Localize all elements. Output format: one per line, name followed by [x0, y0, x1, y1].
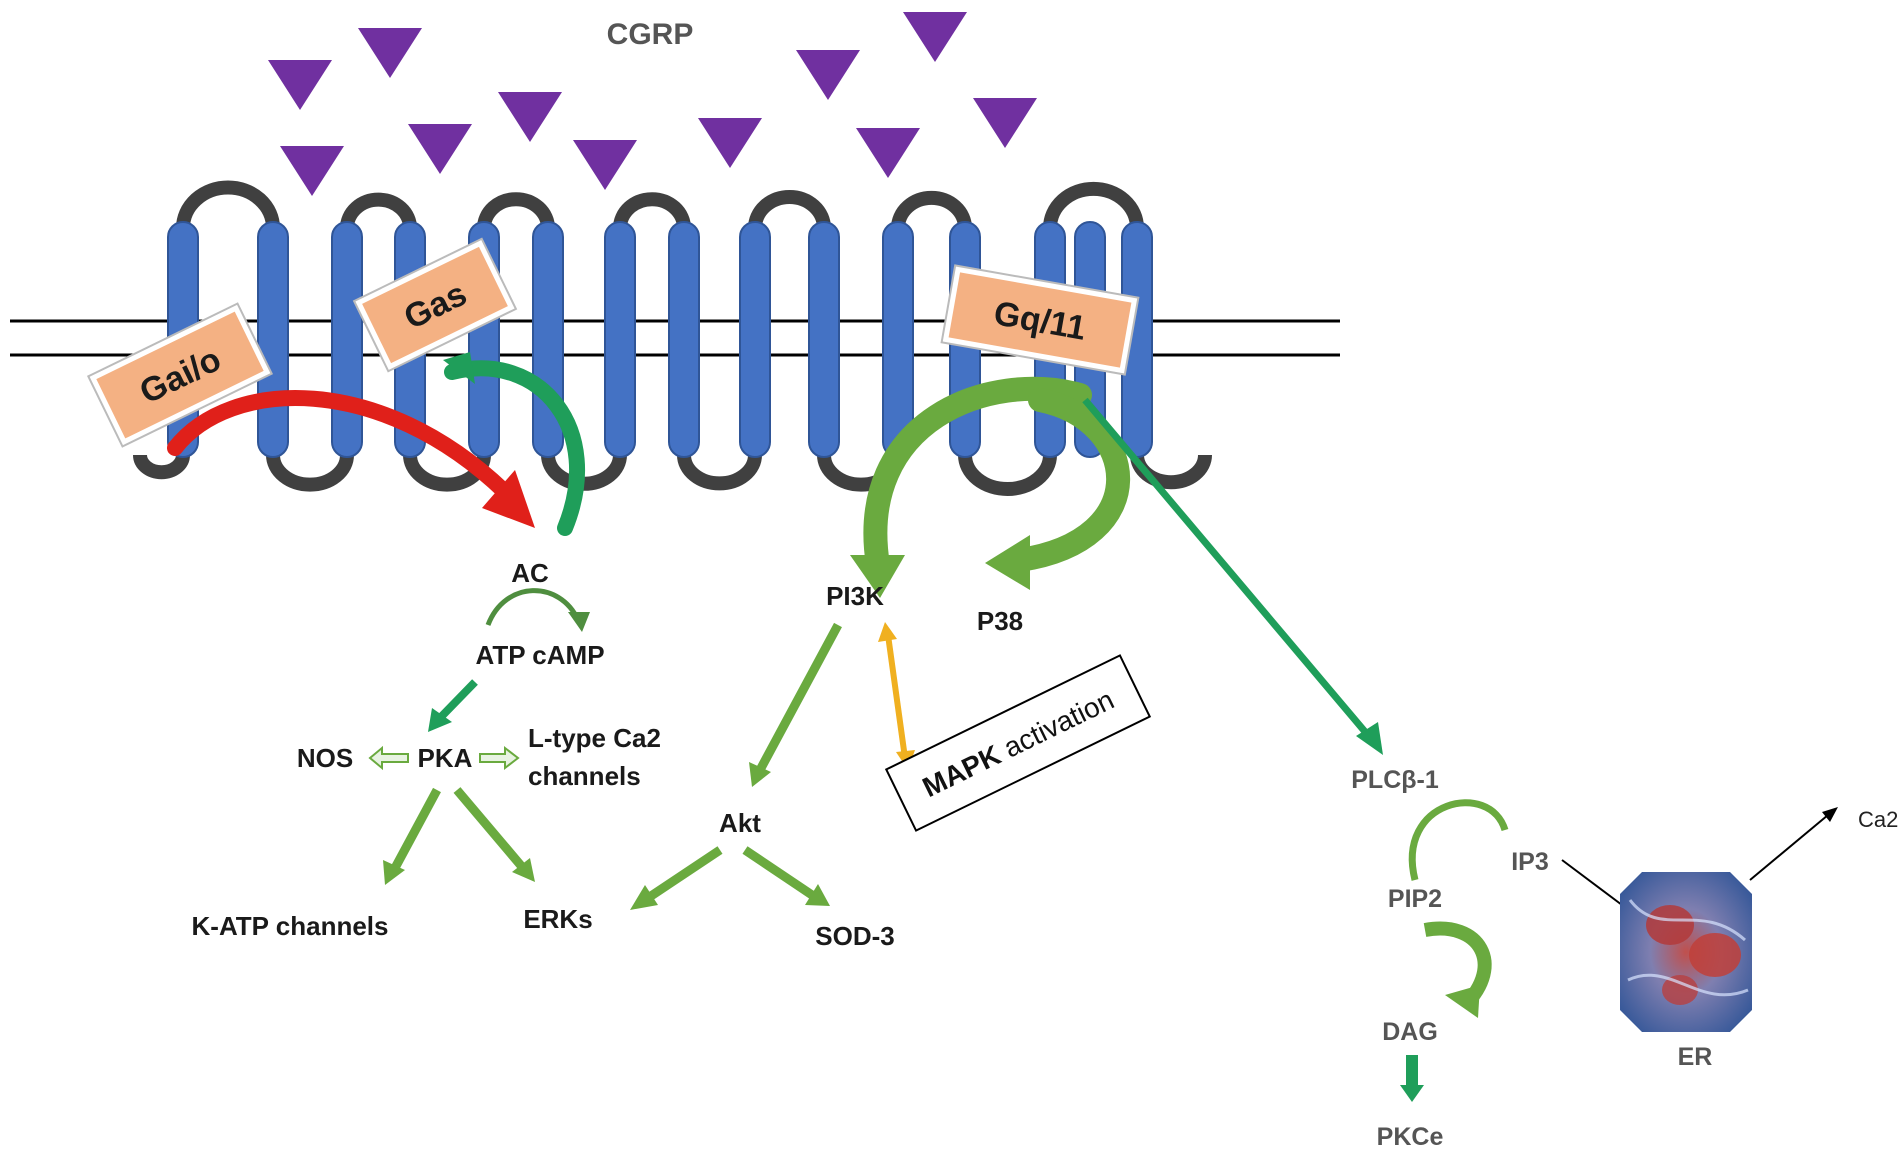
- node-ac: AC: [511, 558, 549, 588]
- akt-to-sod3-arrow: [742, 846, 815, 899]
- receptor-helix: [668, 221, 700, 458]
- node-pi3k: PI3K: [826, 581, 884, 611]
- intracellular-loop: [677, 454, 762, 491]
- intracellular-loop: [958, 454, 1057, 496]
- pi3k-mapk-double-arrow: [885, 634, 908, 759]
- pi3k-to-akt-arrow: [756, 622, 842, 773]
- atp-to-camp-arrowhead: [568, 612, 590, 632]
- node-ltype-line2: channels: [528, 761, 641, 791]
- akt-to-sod3-arrowhead: [805, 884, 830, 906]
- pip2-to-ip3-arc: [1409, 799, 1509, 881]
- extracellular-loop: [891, 190, 972, 229]
- cgrp-ligand-triangle: [903, 12, 967, 62]
- node-katp: K-ATP channels: [192, 911, 389, 941]
- gq-to-p38-arrowhead: [985, 535, 1030, 590]
- cgrp-ligand-triangle: [280, 146, 344, 196]
- extracellular-loop: [748, 190, 831, 229]
- extracellular-loop: [176, 180, 280, 229]
- pka-to-erks-arrowhead: [512, 858, 535, 882]
- node-er: ER: [1678, 1043, 1713, 1071]
- pka-to-erks-arrow: [453, 787, 527, 871]
- akt-to-erks-arrowhead: [630, 885, 658, 910]
- pka-to-katp-arrow: [391, 787, 441, 871]
- node-atp-camp: ATP cAMP: [475, 640, 604, 670]
- intracellular-loop: [266, 454, 354, 492]
- camp-to-pka-arrow: [437, 679, 478, 721]
- gq-to-plcb1-arrow: [1082, 397, 1375, 743]
- gio-inhibit-arrow: [167, 390, 513, 500]
- cgrp-ligand-triangle: [973, 98, 1037, 148]
- extracellular-loop: [340, 192, 417, 229]
- extracellular-loop: [1043, 181, 1144, 229]
- node-ca2: Ca2: [1858, 807, 1898, 832]
- akt-to-erks-arrow: [645, 846, 723, 902]
- atp-to-camp-arc: [485, 588, 581, 626]
- node-pip2: PIP2: [1388, 885, 1442, 913]
- dag-to-pkce-arrowhead: [1400, 1085, 1424, 1102]
- cgrp-ligand-group: [268, 12, 1037, 196]
- gq-to-p38-arrow: [1008, 388, 1130, 572]
- pip2-to-dag-arrowhead: [1445, 985, 1480, 1018]
- receptor-helix: [808, 221, 840, 458]
- pka-to-katp-arrowhead: [383, 860, 405, 885]
- pka-to-ltype-arrow: [479, 745, 520, 771]
- gq-protein-box: Gq/11: [940, 264, 1140, 376]
- gas-stimulate-arrow: [444, 360, 586, 536]
- receptor-helix: [882, 221, 914, 458]
- cgrp-label: CGRP: [607, 18, 694, 51]
- extracellular-loop: [477, 192, 555, 229]
- node-dag: DAG: [1382, 1018, 1438, 1046]
- camp-to-pka-arrowhead: [428, 708, 452, 732]
- node-plcb1: PLCβ-1: [1351, 766, 1439, 794]
- gas-arrow-tail: [443, 352, 475, 384]
- cgrp-ligand-triangle: [408, 124, 472, 174]
- receptor-helix: [604, 221, 636, 458]
- cgrp-ligand-triangle: [498, 92, 562, 142]
- cgrp-ligand-triangle: [358, 28, 422, 78]
- er-image: [1620, 872, 1752, 1032]
- cgrp-ligand-triangle: [796, 50, 860, 100]
- extracellular-loop: [613, 192, 691, 229]
- cgrp-ligand-triangle: [698, 118, 762, 168]
- node-p38: P38: [977, 606, 1023, 636]
- node-erks: ERKs: [523, 904, 592, 934]
- receptor-helix: [739, 221, 771, 458]
- ip3-to-er-line: [1561, 859, 1623, 906]
- node-ltype-line1: L-type Ca2: [528, 723, 661, 753]
- pka-to-nos-arrow: [368, 745, 409, 771]
- receptor-helix: [257, 221, 289, 458]
- node-akt: Akt: [719, 808, 761, 838]
- cgrp-ligand-triangle: [856, 128, 920, 178]
- er-to-ca2-arrow: [1749, 814, 1829, 881]
- cgrp-ligand-triangle: [268, 60, 332, 110]
- mapk-activation-box: MAPK activation: [884, 654, 1152, 832]
- gio-inhibit-arrowhead: [482, 470, 535, 528]
- node-nos: NOS: [297, 743, 353, 773]
- node-sod3: SOD-3: [815, 921, 894, 951]
- er-to-ca2-arrowhead: [1822, 807, 1838, 822]
- gq-to-plcb1-arrowhead: [1356, 722, 1383, 755]
- gio-protein-box: Gai/o: [86, 302, 274, 448]
- gs-protein-box: Gas: [352, 237, 518, 373]
- pi3k-mapk-arrowhead-top: [878, 622, 897, 642]
- gq-to-pi3k-arrowhead: [850, 555, 905, 598]
- receptor-helix: [331, 221, 363, 458]
- node-pka: PKA: [418, 743, 473, 773]
- cgrp-ligand-triangle: [573, 140, 637, 190]
- pi3k-to-akt-arrowhead: [749, 762, 771, 787]
- receptor-loops: [133, 180, 1212, 496]
- intracellular-loop: [133, 454, 190, 480]
- node-ip3: IP3: [1511, 848, 1549, 876]
- node-pkce: PKCe: [1377, 1123, 1444, 1151]
